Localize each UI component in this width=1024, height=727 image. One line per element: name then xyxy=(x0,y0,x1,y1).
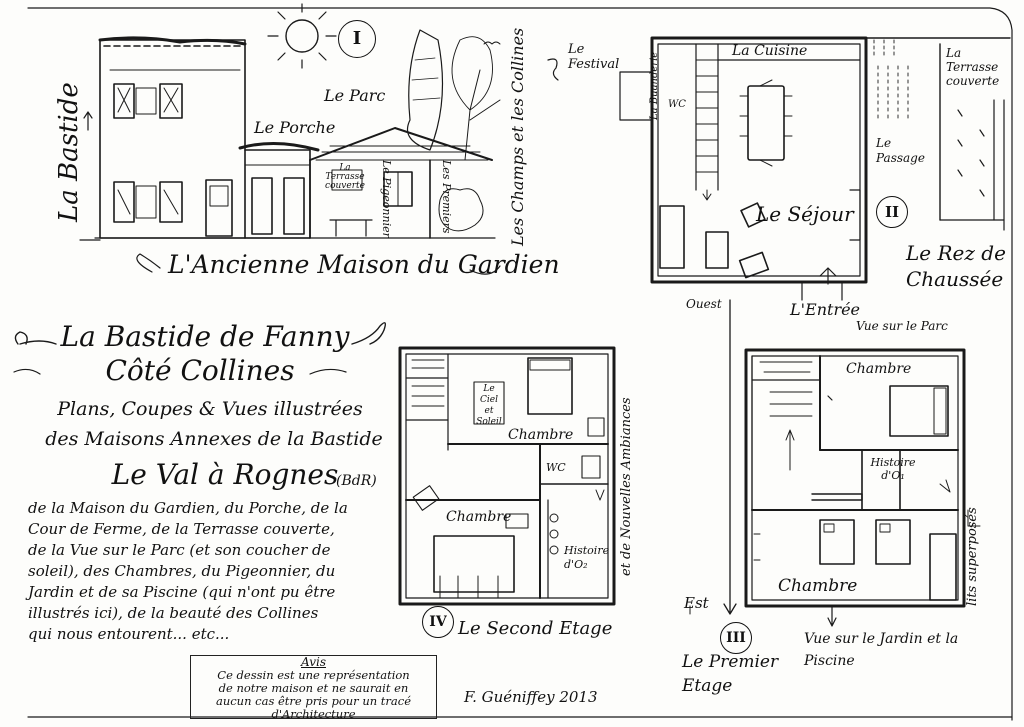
label-porche: Le Porche xyxy=(254,118,336,137)
label-chambre-first-top: Chambre xyxy=(846,361,912,377)
house-elevation xyxy=(79,3,501,275)
heading-line-2: Côté Collines xyxy=(105,354,295,387)
label-vue-parc: Vue sur le Parc xyxy=(856,319,948,333)
avis-line-1: Ce dessin est une représentation xyxy=(217,668,410,682)
label-ciel-soleil: Le Ciel et Soleil xyxy=(476,384,502,427)
label-wc-ground: WC xyxy=(668,99,686,110)
label-cuisine: La Cuisine xyxy=(732,43,808,59)
signature: F. Guéniffey 2013 xyxy=(464,688,598,706)
label-lits-superposes: lits superposés xyxy=(965,507,980,606)
avis-line-4: d'Architecture xyxy=(271,707,356,721)
label-histoire-o2: Histoire d'O₂ xyxy=(564,544,610,571)
label-nouvelles-ambiances: et de Nouvelles Ambiances xyxy=(619,397,634,576)
avis-line-2: de notre maison et ne saurait en xyxy=(218,681,409,695)
label-chambre-second-bottom: Chambre xyxy=(446,509,512,525)
label-champs-collines: Les Champs et les Collines xyxy=(508,27,527,246)
description-line-2: Cour de Ferme, de la Terrasse couverte, xyxy=(28,520,335,538)
description-line-7: qui nous entourent... etc... xyxy=(28,625,230,643)
roman-numeral-i: I xyxy=(338,20,376,58)
label-bastide: La Bastide xyxy=(54,82,84,222)
label-terrasse-elevation: La Terrasse couverte xyxy=(325,163,365,191)
description-line-5: Jardin et de sa Piscine (qui n'ont pu êt… xyxy=(28,583,336,601)
label-parc: Le Parc xyxy=(324,86,386,105)
label-buanderie: La Buanderie xyxy=(649,51,660,120)
label-premier-etage: Le Premier Etage xyxy=(682,652,779,696)
label-chambre-second-top: Chambre xyxy=(508,427,574,443)
heading-line-5-suffix: (BdR) xyxy=(336,473,377,489)
avis-notice-box: Avis Ce dessin est une représentation de… xyxy=(190,655,437,721)
heading-line-1: La Bastide de Fanny xyxy=(60,320,350,353)
description-line-4: soleil), des Chambres, du Pigeonnier, du xyxy=(28,562,336,580)
label-chambre-first-bottom: Chambre xyxy=(778,576,858,596)
label-wc-second: WC xyxy=(546,461,566,474)
label-second-etage: Le Second Etage xyxy=(458,618,613,639)
description-line-3: de la Vue sur le Parc (et son coucher de xyxy=(28,541,331,559)
label-premiers: Les Premiers xyxy=(440,160,453,234)
first-floor-plan xyxy=(689,348,981,627)
label-vue-jardin: Vue sur le Jardin et la Piscine xyxy=(804,631,959,669)
ground-floor-plan xyxy=(547,36,1011,615)
label-pigeonnier: Le Pigeonnier xyxy=(380,160,393,238)
label-rez-de-chaussee: Le Rez de Chaussée xyxy=(906,241,1006,291)
label-terrasse-couverte: La Terrasse couverte xyxy=(946,46,1000,88)
description-line-6: illustrés ici), de la beauté des Colline… xyxy=(28,604,319,622)
second-floor-plan xyxy=(398,346,616,606)
label-sejour: Le Séjour xyxy=(756,202,854,226)
heading-line-3: Plans, Coupes & Vues illustrées xyxy=(57,398,363,420)
label-passage: Le Passage xyxy=(876,136,925,165)
description-block: de la Maison du Gardien, du Porche, de l… xyxy=(28,498,398,645)
caption-maison-gardien: L'Ancienne Maison du Gardien xyxy=(168,250,560,279)
roman-numeral-ii: II xyxy=(876,196,908,228)
roman-numeral-iii: III xyxy=(720,622,752,654)
heading-line-5: Le Val à Rognes xyxy=(111,458,339,491)
label-est: Est xyxy=(684,594,709,612)
roman-numeral-iv: IV xyxy=(422,606,454,638)
avis-title: Avis xyxy=(301,655,326,669)
label-festival: Le Festival xyxy=(568,42,620,72)
description-line-1: de la Maison du Gardien, du Porche, de l… xyxy=(28,499,348,517)
label-entree: L'Entrée xyxy=(790,300,861,319)
avis-line-3: aucun cas être pris pour un tracé xyxy=(215,694,412,708)
label-histoire-o1: Histoire d'O₁ xyxy=(870,456,916,482)
label-ouest: Ouest xyxy=(686,297,722,311)
heading-line-4: des Maisons Annexes de la Bastide xyxy=(45,428,383,450)
